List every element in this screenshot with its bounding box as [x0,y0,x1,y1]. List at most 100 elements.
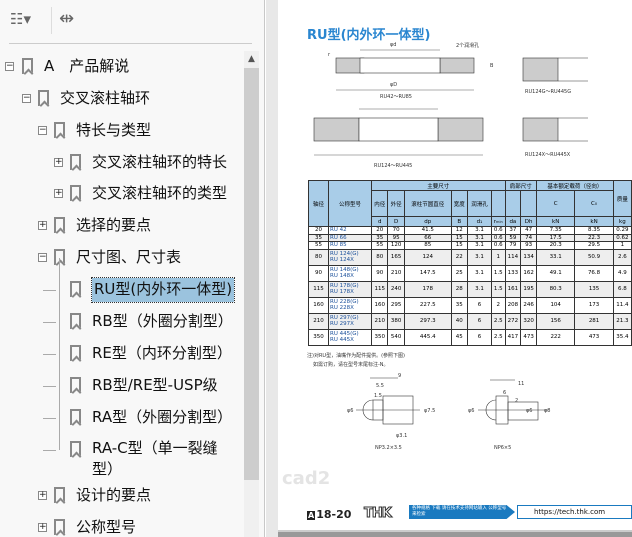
bookmark-item[interactable]: 交叉滚柱轴环的特长 [92,151,227,175]
table-cell: 4.9 [612,264,632,282]
table-cell: 20.3 [536,241,576,250]
note-2: 如需订购，请在型号末尾标注-N。 [313,362,389,368]
list-options-icon[interactable]: ☷▾ [10,10,31,28]
bookmark-icon [70,281,81,297]
bookmark-icon [70,313,81,329]
model-name: RU 228(G) [330,299,359,305]
nipple1-dim-4: φ7.5 [424,408,436,414]
th-model: 公称型号 [328,180,372,227]
bookmark-item[interactable]: RE型（内环分割型） [92,342,232,366]
bookmark-item[interactable]: A 产品解说 [44,55,129,79]
table-cell: RU 42 [328,226,372,235]
collapse-icon[interactable]: − [38,252,47,262]
scroll-up-icon[interactable]: ▲ [248,54,255,64]
bookmark-label: 公称型号 [76,518,137,536]
bookmark-label: RE型（内环分割型） [92,344,232,362]
table-cell: 35 [450,296,468,314]
bookmark-label: RA型（外圈分割型） [92,408,233,426]
expand-icon[interactable]: + [54,157,63,167]
th-shoulder: 肩部尺寸 [504,180,538,191]
bookmark-item[interactable]: 尺寸图、尺寸表 [76,246,181,270]
th-shaft: 轴径 [308,180,329,227]
th-col [490,190,506,217]
caption-ru124g: RU124G～RU445G [525,89,572,95]
bookmark-item[interactable]: 交叉滚柱轴环 [60,87,150,111]
table-cell: 380 [387,312,405,330]
bookmark-item[interactable]: RA-C型（单一裂缝型） [92,438,218,478]
th-col: C [536,190,576,217]
bookmark-expand-icon[interactable]: ⇹ [59,8,75,29]
table-cell: 29.5 [574,241,614,250]
table-cell: 114 [504,248,522,266]
table-cell: 12 [450,226,468,235]
table-cell: 195 [520,280,538,298]
bookmark-item[interactable]: 交叉滚柱轴环的类型 [92,182,227,206]
table-cell: 1.5 [490,264,506,282]
table-cell: 3.1 [466,226,492,235]
bookmark-label: 尺寸图、尺寸表 [76,248,182,266]
th-unit: B [450,216,468,227]
dimension-table: 轴径 公称型号 主要尺寸 肩部尺寸 基本额定载荷（径向） 质量 内径外径滚柱节圆… [308,180,632,346]
expand-icon[interactable]: + [38,490,47,500]
table-cell: 133 [504,264,522,282]
table-cell: RU 66 [328,233,372,242]
table-cell: 20 [370,226,389,235]
model-name: RU 178(G) [330,283,359,289]
panel-splitter[interactable] [266,0,278,537]
scrollbar[interactable]: ▲ [244,51,259,537]
expand-icon[interactable]: + [54,188,63,198]
collapse-icon[interactable]: − [22,93,31,103]
bookmark-item[interactable]: RB型/RE型-USP级 [92,374,218,398]
table-cell: 35 [308,233,329,242]
bookmark-item[interactable]: RA型（外圈分割型） [92,406,232,430]
nipple2-dim-3: φ6 [468,408,475,414]
table-cell: 135 [574,280,614,298]
scrollbar-thumb[interactable] [244,68,259,480]
label-lube-hole: 2个润滑孔 [456,43,480,49]
table-cell: 45 [450,328,468,346]
expand-icon[interactable]: + [38,220,47,230]
table-cell: RU 178(G)RU 178X [328,280,372,298]
table-cell: RU 148(G)RU 148X [328,264,372,282]
label-phi-d: φd [390,42,397,48]
bookmark-icon [70,345,81,361]
table-cell: 350 [308,328,329,346]
th-unit: d [370,216,389,227]
table-cell: 160 [308,296,329,314]
bookmark-item[interactable]: 选择的要点 [76,214,151,238]
bookmark-item[interactable]: 设计的要点 [76,484,151,508]
tree-connector [43,386,56,387]
table-cell: 85 [403,241,452,250]
model-name: RU 297(G) [330,315,359,321]
table-cell: 74 [520,233,538,242]
collapse-icon[interactable]: − [5,61,14,71]
bookmark-item[interactable]: RU型(内外环一体型) [90,277,236,303]
tree-connector [43,354,56,355]
model-name: RU 178X [330,289,354,295]
th-col: C₀ [574,190,614,217]
table-cell: 6.8 [612,280,632,298]
support-url-link[interactable]: https://tech.thk.com [517,505,632,519]
table-cell: 417 [504,328,522,346]
label-r: r [328,52,331,58]
table-cell: 115 [370,280,389,298]
expand-icon[interactable]: + [38,522,47,532]
collapse-icon[interactable]: − [38,125,47,135]
bookmark-label: 交叉滚柱轴环的类型 [92,184,228,202]
th-unit: da [504,216,522,227]
bookmark-item[interactable]: RB型（外圈分割型） [92,310,233,334]
table-cell: 37 [504,226,522,235]
table-cell: 17.5 [536,233,576,242]
nipple2-dim-4: φ6 [526,408,533,414]
th-unit: d₁ [466,216,492,227]
caption-ru42: RU42～RU85 [380,94,412,100]
bookmark-item[interactable]: 公称型号 [76,516,136,537]
bookmark-item[interactable]: 特长与类型 [76,119,151,143]
table-cell: 55 [370,241,389,250]
nipple1-dim-0: 9 [398,373,402,379]
table-cell: 35 [370,233,389,242]
bookmark-label: RU型(内外环一体型) [94,280,233,298]
